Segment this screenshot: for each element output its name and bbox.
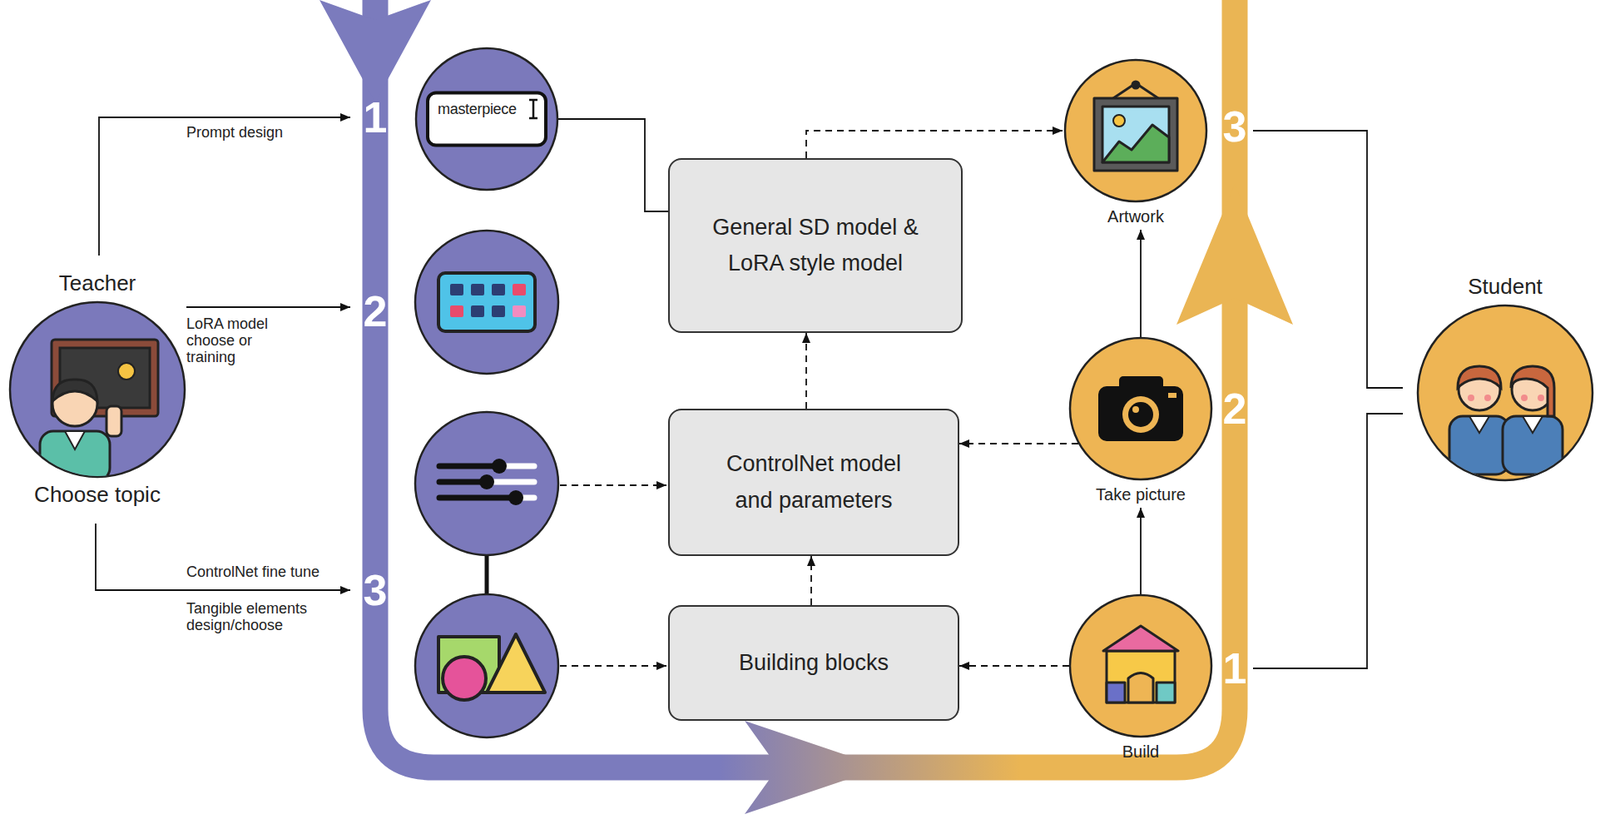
keyboard-icon-part bbox=[491, 283, 506, 296]
tool-circles-part bbox=[415, 411, 559, 555]
prompt-text: masterpiece bbox=[426, 91, 548, 148]
circle-caption: Build bbox=[1122, 742, 1160, 762]
circle-shape bbox=[9, 302, 185, 477]
controlnet-box: ControlNet model and parameters bbox=[668, 408, 960, 556]
sliders-icon-part bbox=[491, 458, 507, 474]
circle-outline bbox=[1064, 59, 1208, 203]
sliders-icon-part bbox=[479, 474, 495, 490]
shapes-icon-part bbox=[486, 634, 545, 693]
tool-circles bbox=[415, 230, 559, 738]
connector bbox=[959, 442, 1079, 445]
camera-circle: Take picture bbox=[1069, 336, 1213, 505]
action-label: ControlNet fine tune bbox=[186, 564, 320, 581]
sliders-icon bbox=[439, 458, 535, 506]
teacher-leader-lines-part bbox=[186, 306, 351, 308]
connector bbox=[806, 130, 1063, 159]
step-number: 3 bbox=[1223, 104, 1248, 149]
blocks-box: Building blocks bbox=[668, 604, 960, 721]
role-heading: Student bbox=[1467, 274, 1543, 300]
step-number: 2 bbox=[1223, 386, 1248, 431]
keyboard-icon-part bbox=[512, 305, 526, 318]
circle-caption: Take picture bbox=[1095, 485, 1186, 505]
artwork-circle: Artwork bbox=[1064, 59, 1208, 227]
shapes-icon bbox=[438, 634, 545, 700]
workflow-band bbox=[319, 0, 1293, 814]
keyboard-icon bbox=[438, 272, 535, 332]
sliders-icon-part bbox=[439, 479, 487, 486]
tool-dashed-arrows-part bbox=[559, 484, 667, 486]
step-number: 1 bbox=[1223, 646, 1248, 690]
tool-circles-part bbox=[415, 594, 559, 738]
workflow-band-part bbox=[1176, 183, 1293, 325]
connector bbox=[805, 332, 808, 409]
keyboard-icon-part bbox=[512, 283, 526, 296]
tool-dashed-arrows-part bbox=[559, 664, 667, 667]
keyboard-icon-part bbox=[470, 305, 485, 318]
workflow-band-part bbox=[319, 0, 431, 103]
circle-shape bbox=[1065, 59, 1207, 202]
circle-outline bbox=[1069, 594, 1213, 738]
shapes-icon-part bbox=[438, 636, 500, 693]
action-label: LoRA model choose or training bbox=[186, 316, 295, 366]
step-number: 2 bbox=[363, 289, 388, 333]
sliders-icon-part bbox=[439, 463, 500, 470]
connector bbox=[959, 664, 1070, 667]
role-caption: Choose topic bbox=[34, 482, 161, 508]
connector bbox=[1139, 507, 1142, 595]
circle-outline bbox=[1069, 336, 1213, 481]
sliders-icon-part bbox=[508, 490, 524, 506]
student-bracket-lines-part bbox=[1253, 413, 1403, 669]
circle-shape bbox=[1069, 594, 1212, 737]
student-bracket-lines bbox=[1253, 130, 1403, 669]
action-label: Prompt design bbox=[186, 124, 283, 142]
sliders-icon-part bbox=[515, 495, 535, 501]
student-circle: Student bbox=[1416, 274, 1594, 481]
build-circle: Build bbox=[1069, 594, 1213, 762]
teacher-leader-lines-part bbox=[99, 117, 351, 256]
prompt-circle: masterpiece bbox=[415, 47, 559, 191]
teacher-leader-lines-part bbox=[95, 523, 351, 590]
circle-shape bbox=[1417, 305, 1593, 481]
keyboard-icon-part bbox=[491, 305, 506, 318]
action-label: Tangible elements design/choose bbox=[186, 600, 332, 635]
role-heading: Teacher bbox=[59, 271, 137, 297]
step-number: 3 bbox=[363, 568, 388, 612]
circle-shape bbox=[416, 48, 558, 190]
connector bbox=[810, 555, 813, 605]
circle-caption: Artwork bbox=[1107, 207, 1165, 227]
model-box: General SD model & LoRA style model bbox=[668, 158, 963, 333]
circle-outline bbox=[9, 301, 186, 478]
box-label: Building blocks bbox=[738, 644, 889, 681]
teacher-circle: TeacherChoose topic bbox=[9, 271, 186, 508]
step-number: 1 bbox=[363, 95, 388, 139]
connector bbox=[1139, 229, 1142, 337]
tool-circles-part bbox=[415, 230, 559, 374]
sliders-icon-part bbox=[499, 463, 535, 470]
box-label: ControlNet model and parameters bbox=[713, 445, 914, 518]
keyboard-icon-part bbox=[470, 283, 485, 296]
sliders-icon-part bbox=[439, 495, 516, 501]
keyboard-icon-part bbox=[438, 272, 535, 332]
workflow-band-part bbox=[375, 0, 1235, 768]
student-bracket-lines-part bbox=[1253, 130, 1403, 388]
workflow-band-part bbox=[744, 720, 883, 814]
sliders-icon-part bbox=[486, 479, 535, 486]
connector bbox=[558, 118, 669, 212]
tool-dashed-arrows bbox=[559, 485, 667, 666]
tool-link bbox=[485, 555, 490, 594]
circle-outline bbox=[1416, 304, 1594, 481]
circle-shape bbox=[1069, 337, 1212, 480]
keyboard-icon-part bbox=[450, 283, 464, 296]
keyboard-icon-part bbox=[450, 305, 464, 318]
shapes-icon-part bbox=[442, 656, 486, 700]
box-label: General SD model & LoRA style model bbox=[686, 209, 945, 282]
